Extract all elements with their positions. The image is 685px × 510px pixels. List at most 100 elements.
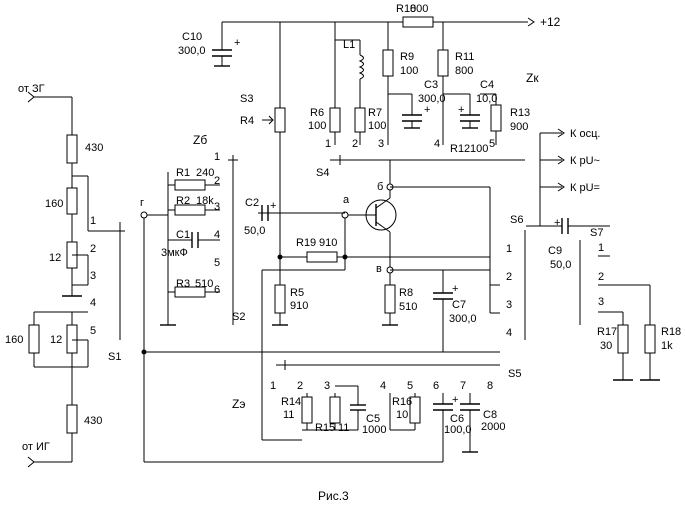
output-section: К осц. К pU~ К pU= + S6 S7 C9 50,0 1 2 3… <box>390 128 681 381</box>
svg-text:800: 800 <box>455 65 473 77</box>
svg-text:160: 160 <box>45 198 63 210</box>
svg-text:5: 5 <box>214 257 220 269</box>
svg-text:300,0: 300,0 <box>449 313 477 325</box>
svg-text:910: 910 <box>290 300 308 312</box>
svg-text:C3: C3 <box>424 79 438 91</box>
svg-text:+: + <box>554 217 560 229</box>
svg-text:3: 3 <box>90 270 96 282</box>
zk-label: Zк <box>526 71 539 85</box>
svg-text:3: 3 <box>506 299 512 311</box>
svg-text:C1: C1 <box>176 229 190 241</box>
resistor-r10: R10 800 <box>396 3 434 28</box>
svg-text:5: 5 <box>407 380 413 392</box>
svg-text:1: 1 <box>506 243 512 255</box>
svg-text:2: 2 <box>90 243 96 255</box>
svg-text:C10: C10 <box>182 31 202 43</box>
svg-text:2: 2 <box>352 138 358 150</box>
svg-text:3: 3 <box>324 380 330 392</box>
svg-text:4: 4 <box>214 229 220 241</box>
svg-text:10: 10 <box>396 409 408 421</box>
svg-text:R2: R2 <box>176 195 190 207</box>
svg-text:+: + <box>452 283 458 295</box>
svg-text:C9: C9 <box>548 245 562 257</box>
svg-text:10,0: 10,0 <box>476 93 497 105</box>
svg-text:R18: R18 <box>661 326 681 338</box>
svg-text:R12: R12 <box>450 143 470 155</box>
svg-text:2: 2 <box>214 175 220 187</box>
svg-text:R11: R11 <box>455 51 474 63</box>
svg-text:12: 12 <box>49 252 61 264</box>
figure-caption: Рис.3 <box>318 489 349 503</box>
svg-text:R10: R10 <box>396 3 416 15</box>
svg-text:C8: C8 <box>483 409 497 421</box>
svg-text:+: + <box>424 104 430 116</box>
svg-text:3мкФ: 3мкФ <box>161 247 188 259</box>
emitter-section: R8 510 + C7 300,0 <box>382 269 500 352</box>
svg-text:C6: C6 <box>450 413 464 425</box>
svg-text:R8: R8 <box>399 287 413 299</box>
svg-text:5: 5 <box>90 325 96 337</box>
supply-rail: +12 <box>222 15 561 29</box>
svg-text:100: 100 <box>400 65 418 77</box>
svg-text:К pU=: К pU= <box>570 182 600 194</box>
svg-text:S5: S5 <box>508 368 521 380</box>
svg-text:R17: R17 <box>597 326 617 338</box>
base-network: R19 910 R5 910 + C2 50,0 <box>244 197 490 326</box>
svg-text:4: 4 <box>90 297 96 309</box>
svg-text:1: 1 <box>214 151 220 163</box>
svg-text:430: 430 <box>85 142 103 154</box>
svg-text:430: 430 <box>84 415 102 427</box>
svg-text:3: 3 <box>378 138 384 150</box>
svg-text:+: + <box>270 200 276 212</box>
svg-text:910: 910 <box>319 237 337 249</box>
svg-text:6: 6 <box>433 380 439 392</box>
svg-text:R5: R5 <box>290 287 304 299</box>
svg-text:1: 1 <box>325 138 331 150</box>
svg-text:R19: R19 <box>296 237 316 249</box>
svg-text:R9: R9 <box>400 51 414 63</box>
svg-text:от ИГ: от ИГ <box>22 441 50 453</box>
svg-text:б: б <box>377 181 383 193</box>
svg-text:2000: 2000 <box>481 421 505 433</box>
svg-text:100: 100 <box>470 143 488 155</box>
svg-text:12: 12 <box>50 334 62 346</box>
svg-text:100,0: 100,0 <box>444 424 472 436</box>
svg-text:R16: R16 <box>392 396 412 408</box>
svg-text:а: а <box>343 194 350 206</box>
svg-text:+: + <box>458 104 464 116</box>
svg-text:30: 30 <box>600 340 612 352</box>
svg-text:S6: S6 <box>510 214 523 226</box>
potentiometer-r4: S3 R4 <box>240 22 286 312</box>
svg-text:18k: 18k <box>196 195 214 207</box>
svg-text:50,0: 50,0 <box>550 259 571 271</box>
svg-text:1: 1 <box>270 380 276 392</box>
svg-text:R14: R14 <box>281 396 301 408</box>
svg-text:300,0: 300,0 <box>418 93 446 105</box>
svg-text:+: + <box>452 394 458 406</box>
svg-text:Zэ: Zэ <box>232 397 245 411</box>
svg-text:2: 2 <box>297 380 303 392</box>
svg-text:К осц.: К осц. <box>570 128 600 140</box>
svg-text:R6: R6 <box>310 107 324 119</box>
svg-text:от ЗГ: от ЗГ <box>18 83 45 95</box>
svg-text:1: 1 <box>598 242 604 254</box>
collector-branch-l1: L1 R6 100 R7 100 1 2 <box>308 22 386 150</box>
svg-text:R7: R7 <box>368 107 382 119</box>
svg-text:11: 11 <box>338 422 349 434</box>
svg-text:C5: C5 <box>366 413 380 425</box>
svg-text:900: 900 <box>510 121 528 133</box>
svg-text:4: 4 <box>434 138 440 150</box>
svg-text:2: 2 <box>506 271 512 283</box>
svg-text:R13: R13 <box>510 107 530 119</box>
switch-s1: S1 г <box>108 197 500 463</box>
svg-text:800: 800 <box>410 3 428 15</box>
svg-text:100: 100 <box>368 120 386 132</box>
svg-text:К pU~: К pU~ <box>570 155 600 167</box>
svg-text:S4: S4 <box>316 167 329 179</box>
svg-text:4: 4 <box>380 380 386 392</box>
resistor-r13: R13 900 5 <box>480 93 530 150</box>
svg-text:1k: 1k <box>661 340 673 352</box>
capacitor-c10: + C10 300,0 <box>178 22 240 67</box>
